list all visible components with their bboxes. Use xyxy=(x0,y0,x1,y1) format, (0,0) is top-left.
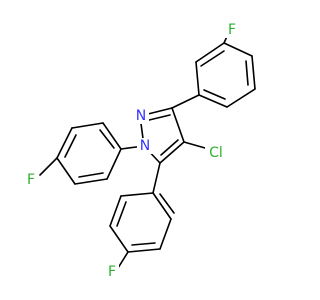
bond-la-3-4 xyxy=(56,127,73,159)
molecule-structure: N N Cl F F F xyxy=(24,22,256,280)
bond-la-1-2 xyxy=(102,122,122,150)
bond-la-5-6-double xyxy=(78,172,104,178)
bond-c5-bottom-aryl xyxy=(152,162,161,194)
bond-ba-3-4 xyxy=(127,248,161,253)
bond-ba-6-1 xyxy=(120,192,154,197)
atom-n2-label: N xyxy=(136,108,146,124)
bond-ba-5-6 xyxy=(109,195,122,227)
bond-ta-6-1 xyxy=(198,94,228,108)
bond-c3-top-aryl xyxy=(171,94,200,109)
bond-ba-f xyxy=(117,251,129,269)
bond-c4-c5-double xyxy=(160,139,179,156)
bond-ta-3-4 xyxy=(223,42,253,57)
bond-la-6-1 xyxy=(106,148,122,180)
bond-c4-c5 xyxy=(159,141,185,164)
bond-la-f xyxy=(39,157,58,176)
atom-n1-label: N xyxy=(140,138,150,154)
bond-la-5-6 xyxy=(74,178,108,185)
bond-layer xyxy=(39,31,256,269)
bond-la-2-3 xyxy=(71,122,104,129)
bond-ba-1-2-double xyxy=(159,193,175,214)
atom-f-top-label: F xyxy=(228,22,236,38)
bond-ta-4-5-double xyxy=(245,60,249,86)
atom-f-left-label: F xyxy=(27,172,35,188)
bond-la-3-4-double xyxy=(64,134,77,158)
bond-la-4-5 xyxy=(56,157,76,185)
bond-ta-6-1-double xyxy=(203,89,226,100)
bond-n2-c3-double xyxy=(144,114,171,122)
bond-ba-1-2 xyxy=(152,192,172,220)
molecule-canvas: N N Cl F F F xyxy=(24,22,256,280)
bond-ba-3-4-double xyxy=(131,242,156,246)
atom-label-layer: N N Cl F F F xyxy=(24,22,239,280)
atom-cl-label: Cl xyxy=(209,145,223,161)
bond-ba-2-3 xyxy=(159,218,172,250)
bond-ba-4-5 xyxy=(109,225,129,253)
bond-c3-c4 xyxy=(171,107,185,143)
bond-ba-5-6-double xyxy=(116,201,127,227)
atom-f-bottom-label: F xyxy=(108,264,116,280)
bond-ta-2-3 xyxy=(195,42,225,63)
bond-ta-2-3-double xyxy=(200,50,225,67)
bond-la-1-2-double xyxy=(99,129,115,149)
bond-ta-5-6 xyxy=(226,88,256,108)
bond-ta-4-5 xyxy=(251,55,256,90)
bond-ta-1-2 xyxy=(195,61,200,96)
